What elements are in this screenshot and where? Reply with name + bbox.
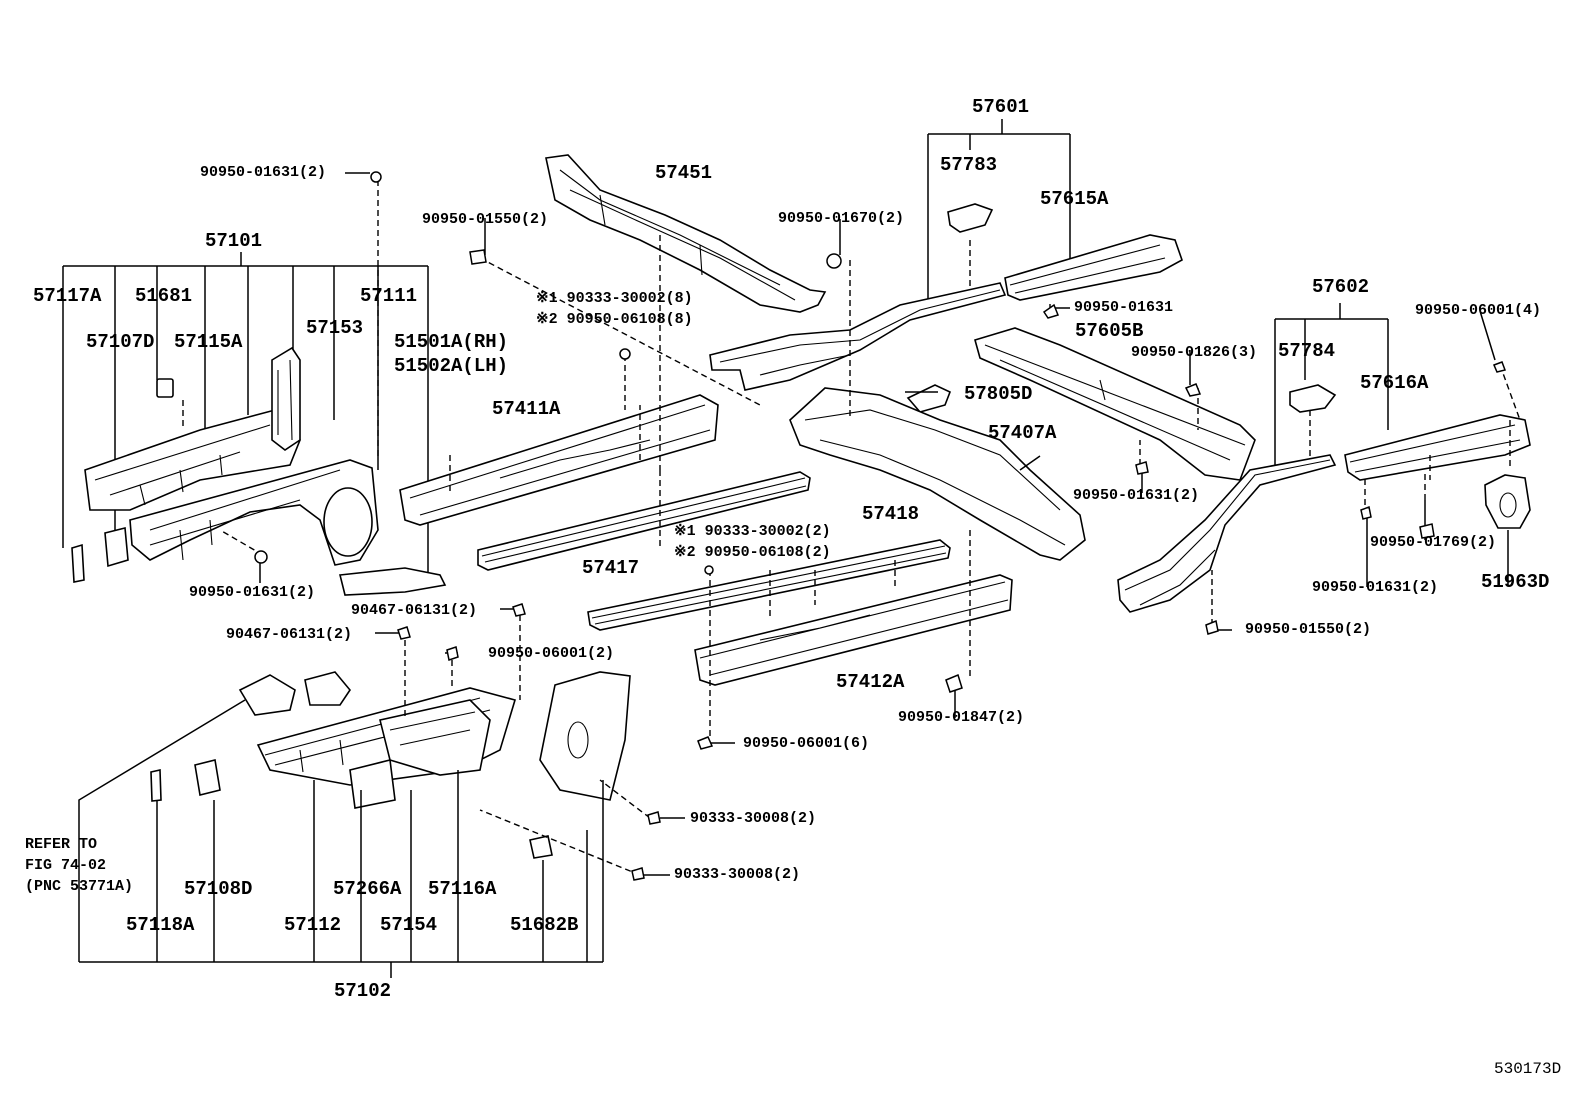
fastener-label-f17: 90950-01847(2) bbox=[898, 709, 1025, 726]
fastener-label-f8: 90950-01631(2) bbox=[189, 584, 316, 601]
refer-note: REFER TO FIG 74-02 (PNC 53771A) bbox=[25, 834, 133, 897]
fastener-label-f11: 90950-01769(2) bbox=[1370, 534, 1497, 551]
label-57111: 57111 bbox=[360, 285, 418, 307]
refer-note-line3: (PNC 53771A) bbox=[25, 878, 134, 895]
part-57451 bbox=[545, 154, 827, 313]
part-57116A bbox=[379, 699, 491, 776]
fastener-label-f18: 90950-06001(6) bbox=[743, 735, 870, 752]
part-57615A bbox=[1004, 234, 1183, 301]
label-57411A: 57411A bbox=[492, 398, 561, 420]
part-57412A bbox=[694, 574, 1013, 686]
leader-lines bbox=[259, 172, 1509, 876]
fastener-label-f19: 90333-30008(2) bbox=[690, 810, 817, 827]
label-51682B: 51682B bbox=[510, 914, 579, 936]
part-57411A bbox=[399, 394, 719, 526]
label-57115A: 57115A bbox=[174, 331, 243, 353]
part-51502A bbox=[539, 671, 631, 801]
label-57805D: 57805D bbox=[964, 383, 1033, 405]
part-57616A bbox=[1344, 414, 1531, 481]
fastener-label-f16: 90950-06001(2) bbox=[488, 645, 615, 662]
label-57412A: 57412A bbox=[836, 671, 905, 693]
label-57101: 57101 bbox=[205, 230, 263, 252]
label-57784: 57784 bbox=[1278, 340, 1336, 362]
part-57118A bbox=[150, 769, 162, 802]
fastener-label-f2: 90950-01550(2) bbox=[422, 211, 549, 228]
fastener-label-f13: 90950-01550(2) bbox=[1245, 621, 1372, 638]
refer-note-line2: FIG 74-02 bbox=[25, 857, 107, 874]
diagram-id: 530173D bbox=[1494, 1060, 1562, 1078]
fastener-label-f7: 90950-06001(4) bbox=[1415, 302, 1542, 319]
bracket-57101 bbox=[62, 252, 429, 575]
label-57108D: 57108D bbox=[184, 878, 253, 900]
part-57805D bbox=[906, 384, 952, 413]
part-57784 bbox=[1289, 384, 1337, 413]
label-57153: 57153 bbox=[306, 317, 364, 339]
part-57108D bbox=[194, 759, 221, 796]
fastener-label-f1: 90950-01631(2) bbox=[200, 164, 327, 181]
label-57266A: 57266A bbox=[333, 878, 402, 900]
part-57107D bbox=[104, 526, 129, 568]
label-57102: 57102 bbox=[334, 980, 392, 1002]
fastener-label-f14: 90467-06131(2) bbox=[351, 602, 478, 619]
label-51681: 51681 bbox=[135, 285, 193, 307]
part-51963D bbox=[1484, 474, 1531, 529]
part-57407A bbox=[789, 387, 1086, 561]
bracket-57602 bbox=[1274, 303, 1389, 470]
part-57115A bbox=[84, 409, 301, 511]
part-57417 bbox=[477, 471, 811, 571]
fastener-label-f3-2: ※2 90950-06108(8) bbox=[536, 311, 693, 328]
fastener-label-f6: 90950-01826(3) bbox=[1131, 344, 1258, 361]
label-57418: 57418 bbox=[862, 503, 920, 525]
label-57605B: 57605B bbox=[1075, 320, 1144, 342]
part-57117A bbox=[71, 543, 85, 583]
bracket-57601 bbox=[927, 119, 1071, 300]
fastener-label-f20: 90333-30008(2) bbox=[674, 866, 801, 883]
label-57417: 57417 bbox=[582, 557, 640, 579]
part-57418 bbox=[587, 539, 951, 631]
bracket-57102 bbox=[78, 699, 604, 978]
fastener-label-f12: 90950-01631(2) bbox=[1312, 579, 1439, 596]
part-51682B bbox=[529, 835, 553, 859]
refer-note-line1: REFER TO bbox=[25, 836, 98, 853]
part-57602 bbox=[1117, 454, 1337, 613]
label-57116A: 57116A bbox=[428, 878, 497, 900]
part-57111 bbox=[129, 459, 379, 566]
fastener-label-f10-2: ※2 90950-06108(2) bbox=[674, 544, 831, 561]
fastener-label-f4: 90950-01670(2) bbox=[778, 210, 905, 227]
part-57154 bbox=[238, 671, 351, 716]
dashed-paths bbox=[182, 180, 1521, 876]
fastener-label-f3-1: ※1 90333-30002(8) bbox=[536, 290, 693, 307]
label-57601: 57601 bbox=[972, 96, 1030, 118]
part-51681 bbox=[156, 378, 174, 398]
label-57783: 57783 bbox=[940, 154, 998, 176]
label-57112: 57112 bbox=[284, 914, 342, 936]
part-57153 bbox=[271, 346, 301, 451]
label-57451: 57451 bbox=[655, 162, 713, 184]
label-57118A: 57118A bbox=[126, 914, 195, 936]
fastener-label-f10-1: ※1 90333-30002(2) bbox=[674, 523, 831, 540]
fasteners bbox=[254, 171, 1506, 881]
label-57407A: 57407A bbox=[988, 422, 1057, 444]
label-57107D: 57107D bbox=[86, 331, 155, 353]
fastener-label-f15: 90467-06131(2) bbox=[226, 626, 353, 643]
label-57616A: 57616A bbox=[1360, 372, 1429, 394]
label-51501A: 51501A(RH) bbox=[394, 331, 509, 353]
label-57602: 57602 bbox=[1312, 276, 1370, 298]
fastener-label-f5: 90950-01631 bbox=[1074, 299, 1174, 316]
part-57783 bbox=[947, 203, 994, 233]
label-51963D: 51963D bbox=[1481, 571, 1550, 593]
fastener-label-f9: 90950-01631(2) bbox=[1073, 487, 1200, 504]
label-57117A: 57117A bbox=[33, 285, 102, 307]
label-57154: 57154 bbox=[380, 914, 438, 936]
part-51501A bbox=[339, 567, 447, 596]
label-57615A: 57615A bbox=[1040, 188, 1109, 210]
label-51502A: 51502A(LH) bbox=[394, 355, 509, 377]
